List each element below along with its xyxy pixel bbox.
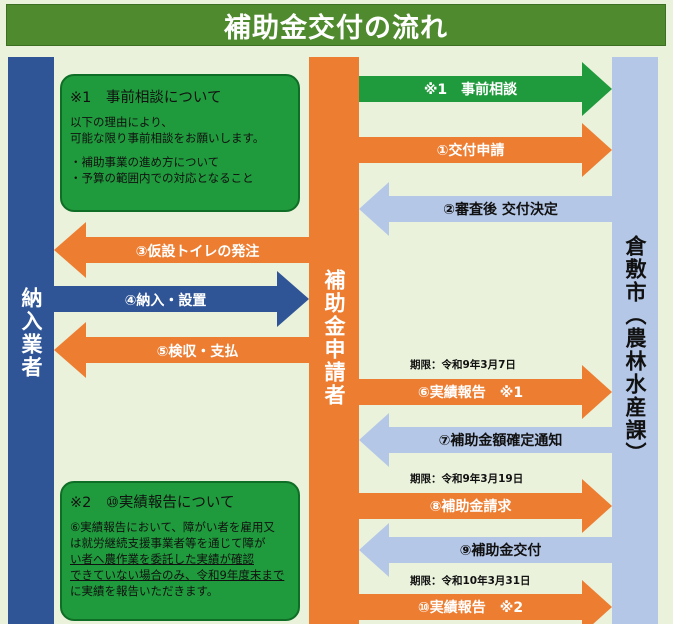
arrow-inspection-payment [54, 322, 309, 378]
note-line: い者へ農作業を委託した実績が確認 [70, 552, 254, 566]
city-column: 倉敷市（農林水産課） [612, 57, 658, 624]
applicant-column: 補助金申請者 [309, 57, 359, 624]
step-label-toilet-order: ③仮設トイレの発注 [135, 244, 260, 260]
vendor-column: 納入業者 [8, 57, 54, 624]
applicant-label: 補助金申請者 [322, 269, 346, 407]
note-final-report: ※2 ⑩実績報告について ⑥実績報告において、障がい者を雇用又 は就労継続支援事… [60, 481, 300, 621]
note-line: ・補助事業の進め方について [70, 155, 220, 169]
arrow-application [359, 123, 612, 177]
arrow-grant-decision [359, 182, 612, 236]
step-label-grant-request: ⑧補助金請求 [429, 499, 512, 515]
title-bar: 補助金交付の流れ [6, 4, 666, 46]
note-line: に実績を報告いただきます。 [70, 584, 219, 598]
step-label-delivery-installation: ④納入・設置 [124, 293, 207, 309]
step-label-performance-report: ⑥実績報告 ※1 [417, 385, 524, 401]
note-prior-consultation: ※1 事前相談について 以下の理由により、 可能な限り事前相談をお願いします。 … [60, 74, 300, 212]
arrow-toilet-order [54, 222, 309, 278]
step-label-amount-notification: ⑦補助金額確定通知 [438, 433, 563, 449]
deadline-grant-request: 期限：令和9年3月19日 [410, 473, 524, 485]
arrow-grant-request [359, 479, 612, 533]
note-line: 以下の理由により、 [70, 115, 173, 129]
step-label-final-report: ⑩実績報告 ※2 [417, 600, 524, 616]
note-line [70, 146, 290, 154]
deadline-performance-report: 期限：令和9年3月7日 [410, 359, 516, 371]
note-line: は就労継続支援事業者等を通じて障が [70, 536, 266, 550]
note-heading: ※2 ⑩実績報告について [70, 495, 235, 511]
step-label-application: ①交付申請 [436, 143, 505, 159]
step-label-grant-decision: ②審査後 交付決定 [443, 202, 558, 218]
note-heading: ※1 事前相談について [70, 90, 222, 106]
note-line: 可能な限り事前相談をお願いします。 [70, 131, 265, 145]
note-line: ⑥実績報告において、障がい者を雇用又 [70, 520, 275, 534]
vendor-label: 納入業者 [19, 287, 43, 379]
arrow-final-report [359, 580, 612, 624]
deadline-final-report: 期限：令和10年3月31日 [410, 575, 531, 587]
arrow-amount-notification [359, 413, 612, 467]
city-label: 倉敷市（農林水産課） [623, 235, 647, 465]
note-line: できていない場合のみ、令和9年度末まで [70, 568, 285, 582]
step-label-prior-consultation: ※1 事前相談 [423, 82, 518, 98]
step-label-inspection-payment: ⑤検収・支払 [156, 344, 239, 360]
arrow-delivery-installation [54, 271, 309, 327]
arrow-grant-payment [359, 523, 612, 577]
note-line: ・予算の範囲内での対応となること [70, 171, 254, 185]
diagram-title: 補助金交付の流れ [224, 12, 448, 44]
arrow-performance-report [359, 365, 612, 419]
arrow-prior-consultation [359, 62, 612, 116]
step-label-grant-payment: ⑨補助金交付 [459, 543, 542, 559]
